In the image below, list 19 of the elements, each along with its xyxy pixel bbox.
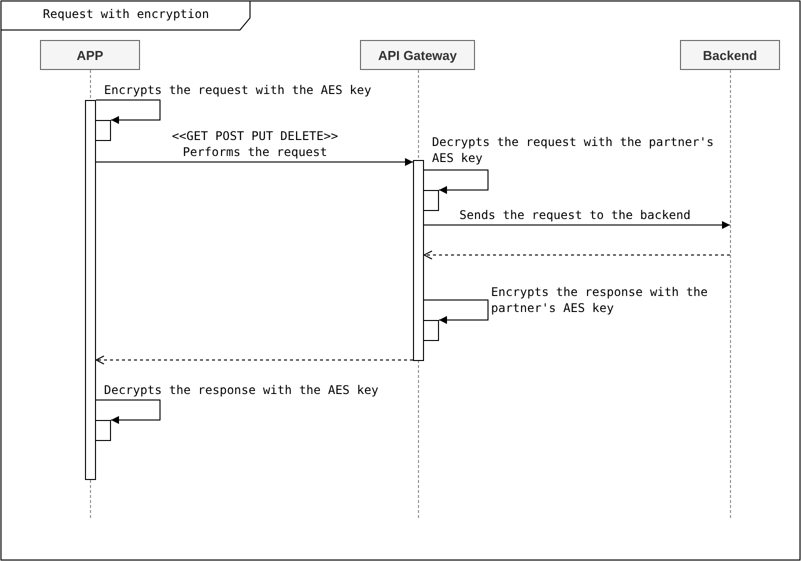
self-message-arrow — [424, 300, 488, 324]
self-message-arrow — [96, 400, 160, 424]
message-arrow — [96, 158, 414, 166]
return-arrow — [96, 356, 414, 364]
lifeline-header: APP — [40, 40, 140, 70]
self-message-arrow — [96, 100, 160, 124]
return-arrow — [424, 250, 730, 260]
activation-bar — [423, 190, 439, 211]
activation-bar — [413, 160, 424, 361]
lifeline-header: Backend — [680, 40, 780, 70]
activation-bar — [85, 100, 96, 480]
lifeline-header: API Gateway — [360, 40, 475, 70]
activation-bar — [95, 120, 111, 141]
activation-bar — [95, 420, 111, 441]
message-arrow — [424, 221, 730, 229]
activation-bar — [423, 320, 439, 341]
self-message-arrow — [424, 170, 488, 194]
lifeline — [730, 70, 731, 518]
frame-title: Request with encryption — [42, 6, 210, 22]
